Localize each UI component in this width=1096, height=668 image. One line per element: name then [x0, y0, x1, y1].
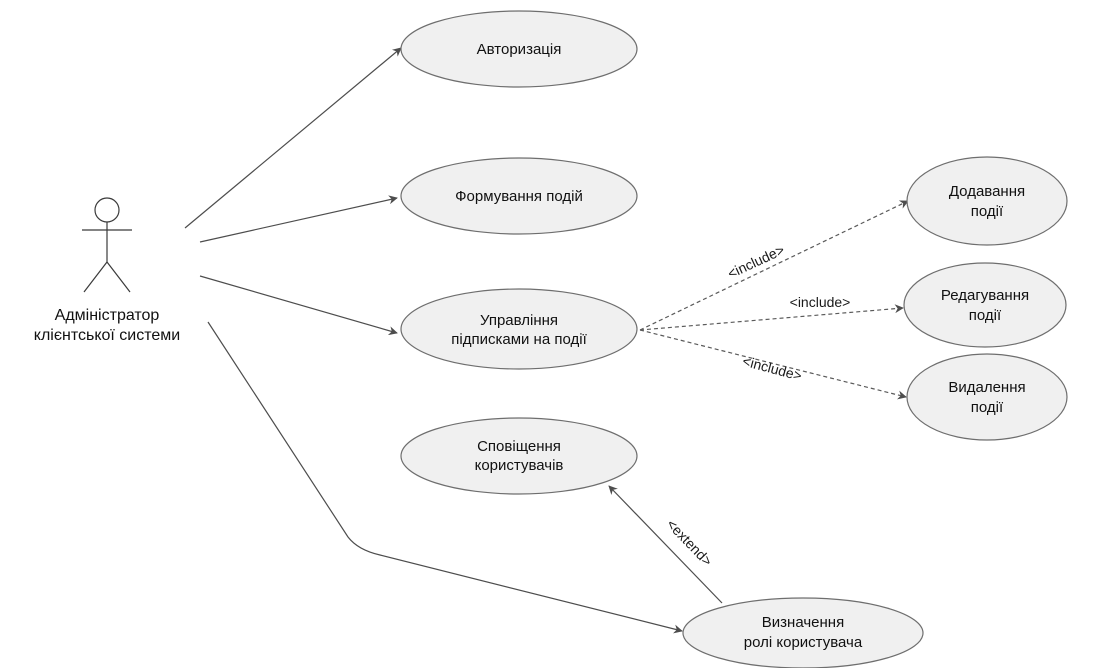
- use-case-event-forming: Формування подій: [400, 157, 638, 235]
- use-case-add-event-label-1: Додавання: [949, 183, 1025, 200]
- use-case-subscription-mgmt-label-1: Управління: [480, 312, 558, 329]
- use-case-role-define: Визначення ролі користувача: [682, 597, 924, 668]
- association-role-define: [207, 321, 683, 634]
- use-case-notify-users: Сповіщення користувачів: [400, 417, 638, 495]
- use-case-edit-event: Редагування події: [903, 262, 1067, 348]
- extend-label: <extend>: [664, 516, 716, 569]
- actor-head: [94, 197, 120, 223]
- actor-label-line2: клієнтської системи: [34, 327, 180, 344]
- use-case-add-event: Додавання події: [906, 156, 1068, 246]
- use-case-delete-event-label-2: події: [971, 399, 1004, 416]
- use-case-role-define-label-1: Визначення: [762, 614, 844, 631]
- use-case-subscription-mgmt-label-2: підписками на події: [451, 331, 587, 348]
- use-case-notify-users-label-2: користувачів: [475, 457, 564, 474]
- actor-figure: [82, 197, 132, 293]
- association-authorization: [184, 47, 402, 229]
- use-case-subscription-mgmt: Управління підписками на події: [400, 288, 638, 370]
- include-add-line: [639, 200, 909, 331]
- use-case-edit-event-label-1: Редагування: [941, 287, 1029, 304]
- include-delete-label: <include>: [741, 353, 804, 384]
- include-add-label: <include>: [725, 241, 787, 281]
- use-case-delete-event-label-1: Видалення: [948, 379, 1025, 396]
- use-case-add-event-label-2: події: [971, 203, 1004, 220]
- include-edit-label: <include>: [790, 294, 851, 310]
- use-case-delete-event: Видалення події: [906, 353, 1068, 441]
- use-case-authorization-label: Авторизація: [477, 41, 562, 58]
- actor-left-leg: [83, 261, 108, 293]
- actor-right-leg: [106, 261, 131, 293]
- use-case-event-forming-label: Формування подій: [455, 188, 583, 205]
- association-event-forming: [199, 195, 398, 243]
- use-case-edit-event-label-2: події: [969, 307, 1002, 324]
- extend-line: [608, 485, 723, 604]
- association-subscription-mgmt: [199, 275, 398, 336]
- use-case-authorization: Авторизація: [400, 10, 638, 88]
- include-delete-line: [639, 329, 907, 400]
- use-case-notify-users-label-1: Сповіщення: [477, 438, 561, 455]
- actor-label-line1: Адміністратор: [55, 307, 160, 324]
- use-case-role-define-label-2: ролі користувача: [744, 634, 863, 651]
- include-edit-line: [639, 304, 904, 331]
